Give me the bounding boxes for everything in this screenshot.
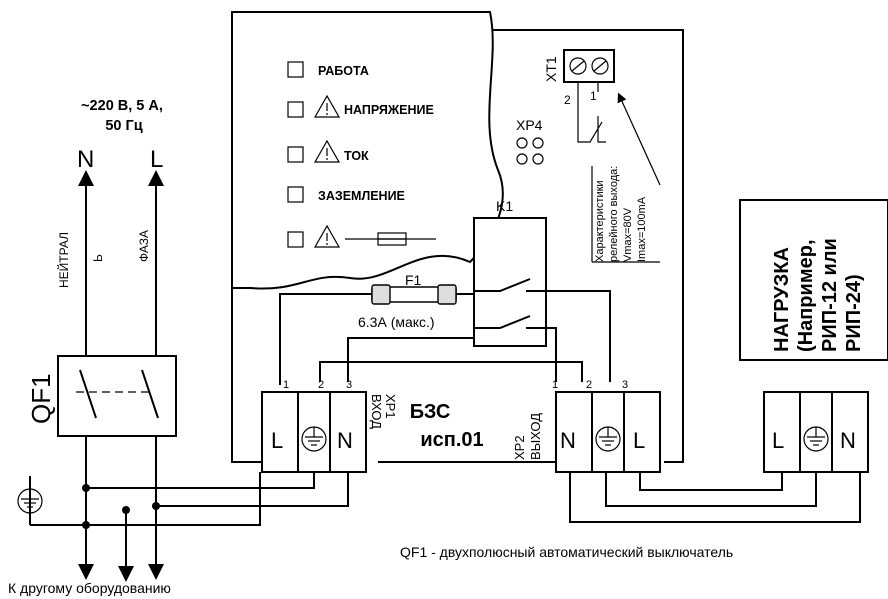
xt1-label: XT1: [543, 56, 559, 82]
supply-header: ~220 В, 5 А, 50 Гц N L: [77, 98, 163, 173]
indicator-rabota-label: РАБОТА: [318, 64, 369, 78]
neutral-label: НЕЙТРАЛ: [56, 232, 71, 288]
indicator-fuse: [287, 224, 436, 248]
xp2-terminal-block: XP2 ВЫХОД 1 2 3 N L: [512, 379, 661, 473]
xp1-pin2: 2: [318, 379, 324, 391]
indicator-napryazhenie-label: НАПРЯЖЕНИЕ: [344, 103, 434, 117]
xt1-terminal: XT1 2 1: [543, 49, 615, 143]
relay-characteristics-note: Характеристики релейного выхода: Vmax=80…: [591, 92, 661, 263]
xp1-label: XP1: [383, 394, 398, 419]
relay-note-line2: релейного выхода:: [608, 166, 620, 262]
xp1-pin1: 1: [283, 379, 289, 391]
warning-icon: [313, 224, 341, 248]
xp1-sub: ВХОД: [369, 394, 384, 429]
xp4-connector: XP4: [516, 117, 544, 165]
indicator-tok-label: ТОК: [344, 149, 369, 163]
xp2-pin1: 1: [552, 379, 558, 391]
warning-icon: [313, 94, 341, 118]
xp1-terminal-l: L: [271, 428, 283, 453]
fuse-f1: F1 6.3А (макс.): [358, 272, 457, 330]
indicator-rabota: РАБОТА: [287, 61, 369, 78]
xt1-pin2: 2: [564, 93, 571, 107]
indicator-tok: ТОК: [287, 139, 369, 163]
device-name-line2: исп.01: [420, 429, 483, 451]
xp1-pin3: 3: [346, 379, 352, 391]
supply-n-label: N: [77, 146, 94, 173]
ground-symbol-icon: [595, 426, 621, 452]
load-line2: (Например,: [795, 239, 817, 352]
indicator-zazemlenie-label: ЗАЗЕМЛЕНИЕ: [318, 189, 405, 203]
device-name-line1: БЗС: [410, 401, 451, 423]
xp4-label: XP4: [516, 117, 543, 133]
xp2-pin2: 2: [586, 379, 592, 391]
supply-spec-line2: 50 Гц: [105, 118, 142, 134]
supply-l-label: L: [150, 146, 163, 173]
xp2-sub: ВЫХОД: [528, 413, 543, 460]
load-block: НАГРУЗКА (Например, РИП-12 или РИП-24) L…: [739, 199, 888, 473]
f1-label: F1: [405, 272, 422, 288]
f1-rating: 6.3А (макс.): [358, 314, 435, 330]
xp2-terminal-n: N: [560, 428, 576, 453]
xp1-terminal-block: 1 2 3 L N ВХОД XP1: [261, 379, 398, 473]
ground-symbol-icon: [803, 426, 829, 452]
warning-icon: [313, 139, 341, 163]
fuse-icon: [345, 232, 436, 246]
xp1-terminal-n: N: [337, 428, 353, 453]
supply-spec-line1: ~220 В, 5 А,: [81, 98, 163, 114]
output-wiring: [569, 472, 861, 523]
load-line4: РИП-24): [843, 274, 865, 352]
k1-label: K1: [496, 198, 513, 214]
internal-wiring: [279, 290, 611, 385]
relay-note-line1: Характеристики: [594, 180, 606, 262]
to-other-equipment-label: К другому оборудованию: [8, 580, 171, 596]
ground-wiring: [29, 472, 349, 582]
indicator-list: РАБОТА НАПРЯЖЕНИЕ ТОК ЗАЗЕМЛЕНИЕ: [287, 61, 436, 248]
indicator-napryazhenie: НАПРЯЖЕНИЕ: [287, 94, 434, 118]
qf1-note: QF1 - двухполюсный автоматический выключ…: [400, 544, 733, 560]
relay-note-line4: Imax=100mA: [636, 196, 648, 262]
ground-symbol-icon: [17, 476, 43, 514]
load-line3: РИП-12 или: [819, 238, 841, 352]
xt1-pin1: 1: [590, 89, 597, 103]
front-panel-cutaway: [231, 11, 504, 290]
relay-note-line3: Vmax=80V: [622, 207, 634, 262]
breaker-label: QF1: [26, 373, 56, 424]
xp2-terminal-l: L: [633, 428, 645, 453]
load-line1: НАГРУЗКА: [771, 247, 793, 352]
phase-label: ФАЗА: [137, 230, 151, 262]
breaker-qf1: QF1: [26, 355, 177, 437]
ground-symbol-icon: [301, 426, 327, 452]
load-terminal-n: N: [840, 428, 856, 453]
xp2-label: XP2: [512, 435, 527, 460]
xp2-pin3: 3: [622, 379, 628, 391]
load-terminal-l: L: [772, 428, 784, 453]
relay-k1: K1: [473, 198, 547, 347]
indicator-zazemlenie: ЗАЗЕМЛЕНИЕ: [287, 186, 405, 203]
neutral-mark: Ь: [91, 254, 105, 262]
